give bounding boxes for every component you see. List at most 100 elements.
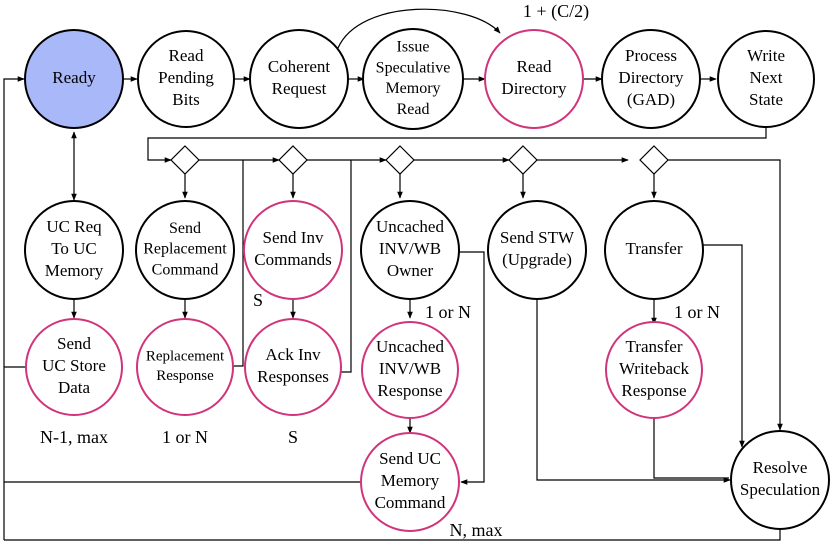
state-label-line: Response xyxy=(377,381,442,400)
state-circle xyxy=(244,318,342,416)
state-label-line: Speculative xyxy=(376,59,451,76)
edges xyxy=(3,8,783,541)
decision-diamond xyxy=(508,145,538,175)
uc-memory-command-count-label: N, max xyxy=(450,520,503,540)
state-circle xyxy=(360,432,460,532)
state-label-line: Responses xyxy=(257,367,329,386)
state-label-line: Commands xyxy=(254,250,331,269)
uncached-response-count-label: 1 or N xyxy=(425,302,471,322)
decision-diamonds xyxy=(170,145,669,175)
state-label-line: Command xyxy=(152,261,219,278)
edge-send-stw-to-resolve xyxy=(536,295,731,483)
state-circle xyxy=(604,200,704,300)
state-circle xyxy=(605,321,703,419)
edge-transfer-to-resolve xyxy=(700,244,745,448)
state-circle xyxy=(137,30,235,128)
state-label-line: INV/WB xyxy=(379,359,441,378)
state-label-line: (Upgrade) xyxy=(502,250,572,269)
state-label-line: Transfer xyxy=(626,239,683,258)
edge-coherent-to-read-dir-arc xyxy=(337,8,501,49)
annotations: 1 + (C/2) N-1, max 1 or N S S 1 or N 1 o… xyxy=(40,1,720,540)
state-label-line: UC Req xyxy=(46,217,102,236)
state-send-stw-upgrade: Send STW (Upgrade) xyxy=(487,200,587,300)
state-transfer: Transfer xyxy=(604,200,704,300)
state-label-line: Read xyxy=(517,57,552,76)
state-circle xyxy=(360,200,460,300)
decision-diamond xyxy=(170,145,200,175)
state-circle xyxy=(249,29,349,129)
state-nodes: ReadyReadPendingBitsCoherentRequestIssue… xyxy=(24,28,830,532)
transfer-response-count-label: 1 or N xyxy=(674,302,720,322)
state-circle xyxy=(243,200,343,300)
state-label-line: State xyxy=(749,90,783,109)
edge-bus-end-to-resolve xyxy=(668,159,783,431)
state-label-line: Coherent xyxy=(268,57,331,76)
state-uc-req-to-uc-memory: UC Req To UC Memory xyxy=(24,200,124,300)
edge-ack-inv-back xyxy=(341,160,352,373)
decision-diamond xyxy=(639,145,669,175)
state-label-line: Resolve xyxy=(753,458,808,477)
state-label-line: INV/WB xyxy=(379,239,441,258)
state-label-line: Read xyxy=(397,101,430,118)
state-label-line: Send Inv xyxy=(263,228,324,247)
replacement-count-label: 1 or N xyxy=(162,427,208,447)
state-circle xyxy=(136,318,234,416)
state-label-line: Memory xyxy=(385,80,440,97)
read-directory-latency-label: 1 + (C/2) xyxy=(523,1,589,22)
uc-store-count-label: N-1, max xyxy=(40,427,108,447)
state-label-line: Send xyxy=(169,220,201,237)
state-label-line: Request xyxy=(272,79,327,98)
state-label-line: Memory xyxy=(45,261,104,280)
state-label-line: Directory xyxy=(501,79,567,98)
edge-uncached-owner-to-uc-mem xyxy=(452,251,485,485)
state-circle xyxy=(730,430,830,530)
decision-diamond xyxy=(278,145,308,175)
edge-left-rail-to-ready xyxy=(3,76,25,540)
state-label-line: Next xyxy=(749,68,782,87)
state-label-line: Uncached xyxy=(376,217,444,236)
edge-replacement-resp-back xyxy=(233,160,244,367)
state-label-line: Response xyxy=(621,381,686,400)
state-circle xyxy=(135,200,235,300)
state-label-line: Response xyxy=(156,368,214,384)
edge-write-next-to-bus xyxy=(147,127,767,163)
state-label-line: Issue xyxy=(397,38,430,55)
state-circle xyxy=(25,318,123,416)
state-circle xyxy=(361,321,459,419)
state-label-line: Writeback xyxy=(619,359,690,378)
state-label-line: To UC xyxy=(51,239,97,258)
state-label-line: Replacement xyxy=(143,241,227,258)
state-label-line: Process xyxy=(625,46,677,65)
state-label-line: Send STW xyxy=(500,228,575,247)
state-label-line: Ready xyxy=(52,68,96,87)
state-label-line: UC Store xyxy=(42,356,106,375)
state-label-line: (GAD) xyxy=(627,90,675,109)
state-label-line: Bits xyxy=(172,90,199,109)
state-label-line: Write xyxy=(747,46,785,65)
state-label-line: Data xyxy=(58,378,91,397)
ack-inv-count-label: S xyxy=(288,427,298,447)
state-label-line: Speculation xyxy=(740,480,821,499)
state-label-line: Directory xyxy=(618,68,684,87)
state-label-line: Transfer xyxy=(626,337,683,356)
state-label-line: Pending xyxy=(158,68,214,87)
state-circle xyxy=(601,29,701,129)
state-label-line: Command xyxy=(375,493,446,512)
state-label-line: Memory xyxy=(381,471,440,490)
state-circle xyxy=(24,29,124,129)
edge-writeback-to-resolve xyxy=(653,418,729,479)
state-label-line: Replacement xyxy=(146,349,225,365)
